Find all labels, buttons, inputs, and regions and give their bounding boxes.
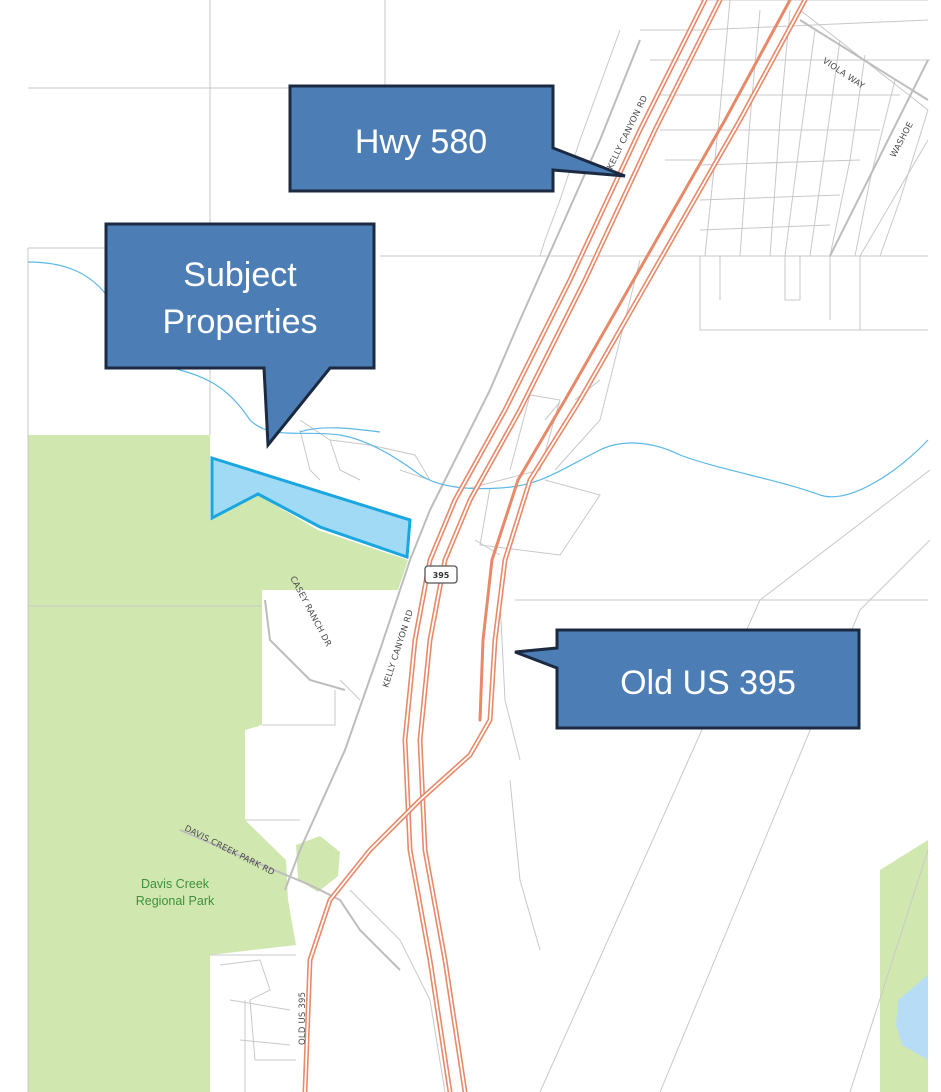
- local-roads: [179, 19, 929, 971]
- subject-property-polygon[interactable]: [210, 455, 412, 560]
- old-us-395-road-inner: [304, 0, 806, 1092]
- svg-text:Old US 395: Old US 395: [620, 664, 796, 702]
- hwy-580-callout: Hwy 580: [288, 84, 626, 193]
- svg-text:395: 395: [433, 571, 450, 580]
- park-area-small: [296, 836, 340, 892]
- svg-text:Regional Park: Regional Park: [136, 894, 215, 908]
- water-area: [896, 975, 928, 1060]
- highways: [302, 0, 808, 1092]
- hwy-580-right-lane-inner: [419, 0, 721, 1092]
- viola-way-label: VIOLA WAY: [820, 56, 866, 92]
- park-areas: [28, 435, 928, 1092]
- casey-ranch-road-line: [264, 599, 346, 691]
- us-395-shield: 395: [424, 565, 458, 584]
- creek-line-north: [299, 427, 381, 433]
- hwy-580-left-lane-inner: [404, 0, 706, 1092]
- washoe-road-line: [829, 59, 929, 257]
- svg-text:Davis Creek: Davis Creek: [141, 877, 210, 891]
- washoe-label: WASHOE: [889, 120, 916, 159]
- davis-creek-park-area: [28, 435, 408, 1092]
- old-us-395-label: OLD US 395: [298, 992, 308, 1045]
- park-label: Davis Creek Regional Park: [136, 877, 215, 908]
- svg-text:Properties: Properties: [163, 303, 318, 341]
- old-us-395-road-2: [478, 0, 792, 722]
- svg-text:Hwy 580: Hwy 580: [355, 123, 487, 161]
- old-us-395-callout: Old US 395: [514, 628, 861, 730]
- subject-properties-callout: Subject Properties: [104, 222, 376, 449]
- svg-text:Subject: Subject: [183, 256, 297, 294]
- davis-creek-park-road-line: [179, 829, 401, 971]
- viola-way-line: [799, 19, 929, 101]
- kelly-canyon-road-line: [284, 39, 641, 891]
